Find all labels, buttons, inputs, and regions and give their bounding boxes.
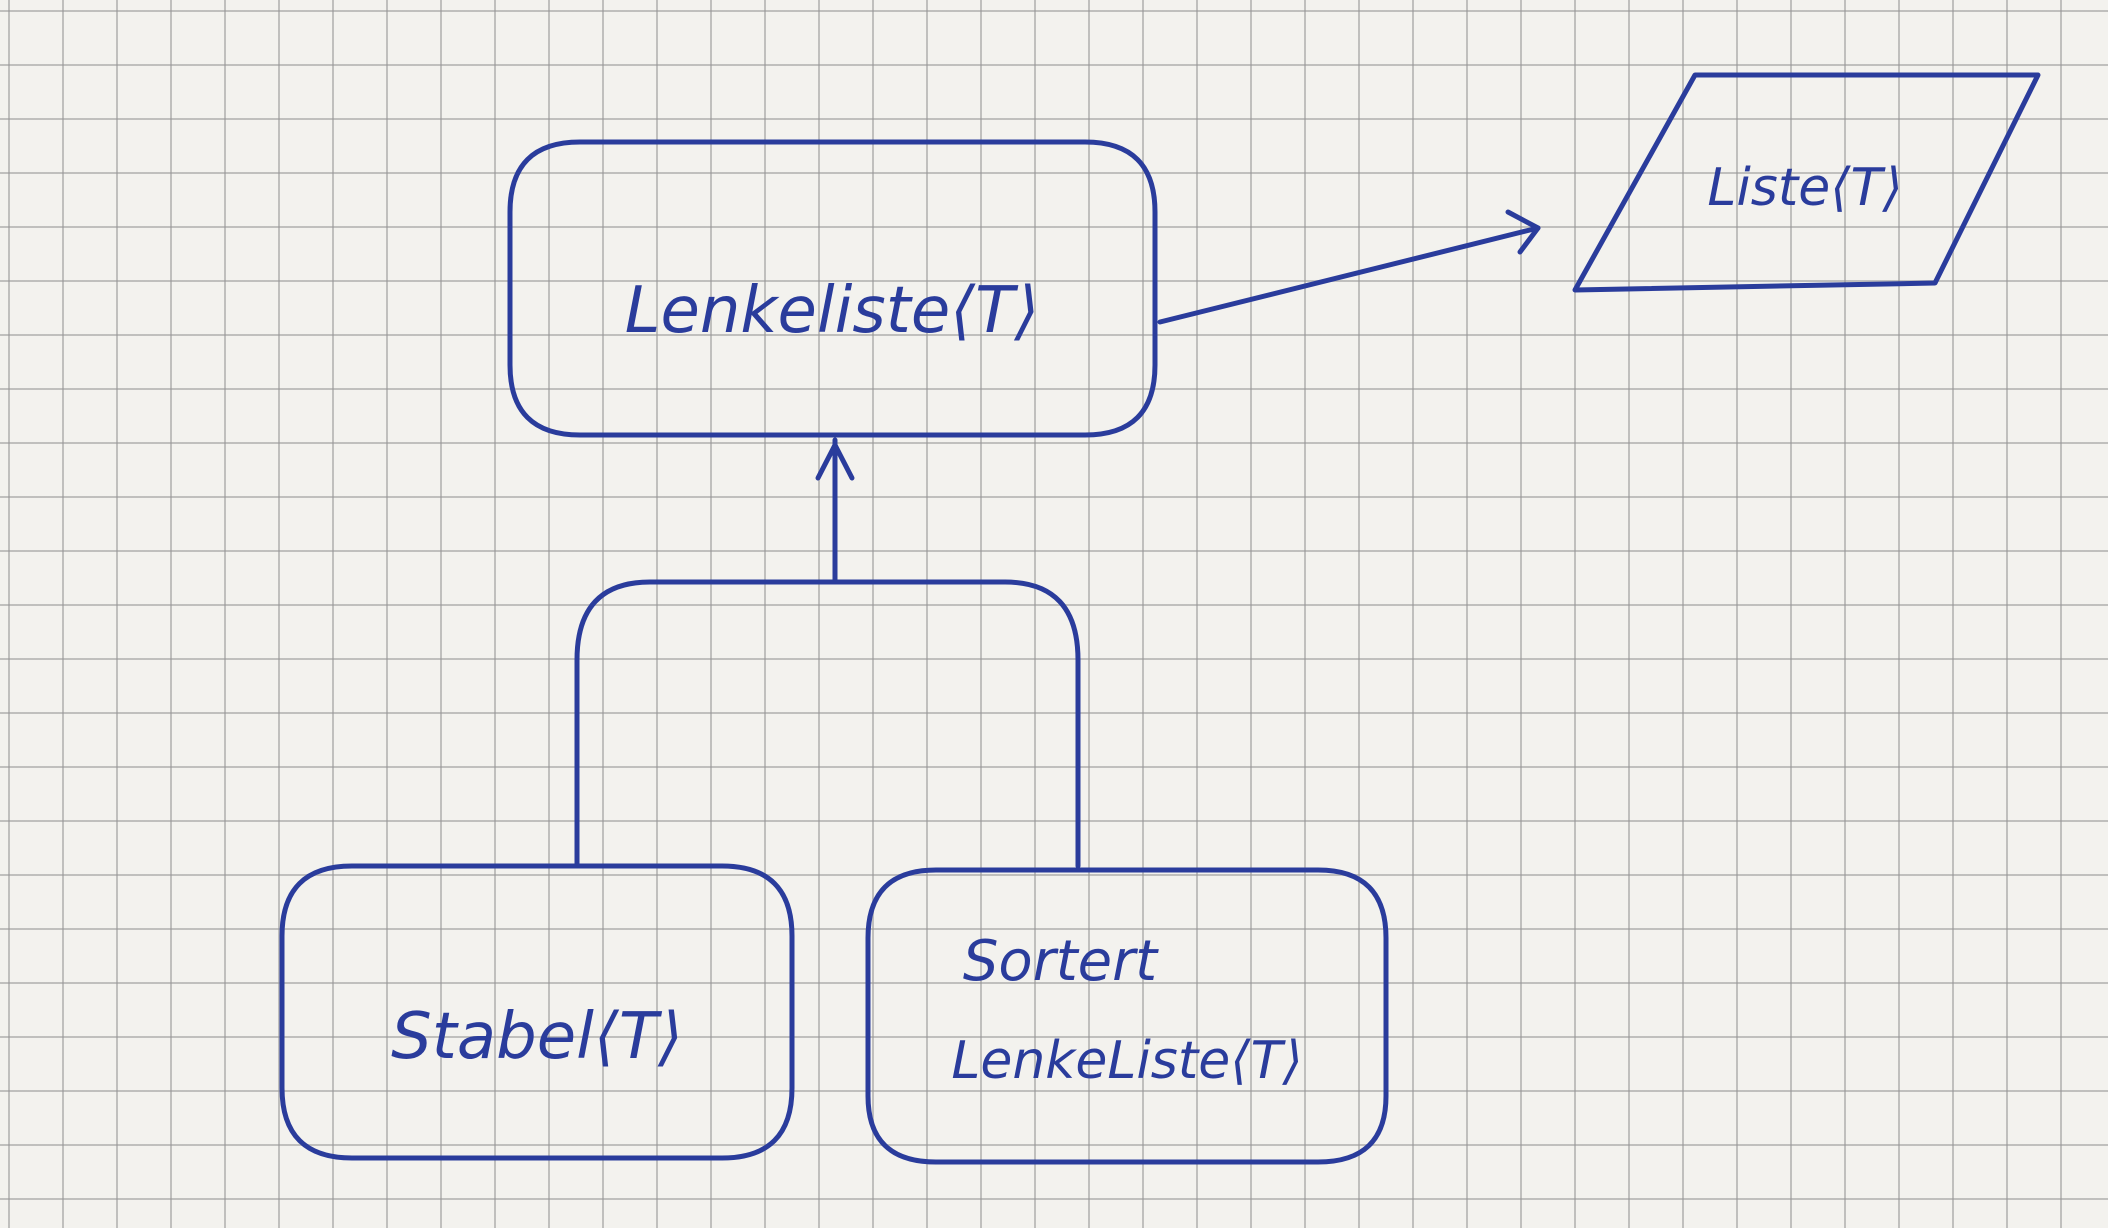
sortert-lenkeliste-box xyxy=(865,867,1389,1165)
stabel-label: Stabel⟨T⟩ xyxy=(391,1000,683,1074)
liste-parallelogram xyxy=(1572,72,2041,293)
open-arrowhead-icon xyxy=(1505,209,1541,255)
node-lenkeliste[interactable]: Lenkeliste⟨T⟩ xyxy=(507,139,1158,438)
edge-line xyxy=(1157,225,1541,325)
edge-sortert-branch xyxy=(832,579,1081,869)
open-arrowhead-icon xyxy=(815,442,855,481)
edge-stabel-branch xyxy=(574,579,838,869)
lenkeliste-box xyxy=(507,139,1158,438)
sortert-label-line1: Sortert xyxy=(963,929,1159,994)
stabel-box xyxy=(279,863,795,1161)
sortert-label-line2: LenkeListe⟨T⟩ xyxy=(951,1031,1302,1091)
liste-label: Liste⟨T⟩ xyxy=(1707,158,1902,218)
edge-lenkeliste-to-liste[interactable] xyxy=(1157,209,1541,325)
node-sortert-lenkeliste[interactable]: Sortert LenkeListe⟨T⟩ xyxy=(865,867,1389,1165)
lenkeliste-label: Lenkeliste⟨T⟩ xyxy=(625,274,1039,348)
edge-subclasses-to-lenkeliste[interactable] xyxy=(574,437,1081,869)
node-stabel[interactable]: Stabel⟨T⟩ xyxy=(279,863,795,1161)
node-liste[interactable]: Liste⟨T⟩ xyxy=(1572,72,2041,293)
